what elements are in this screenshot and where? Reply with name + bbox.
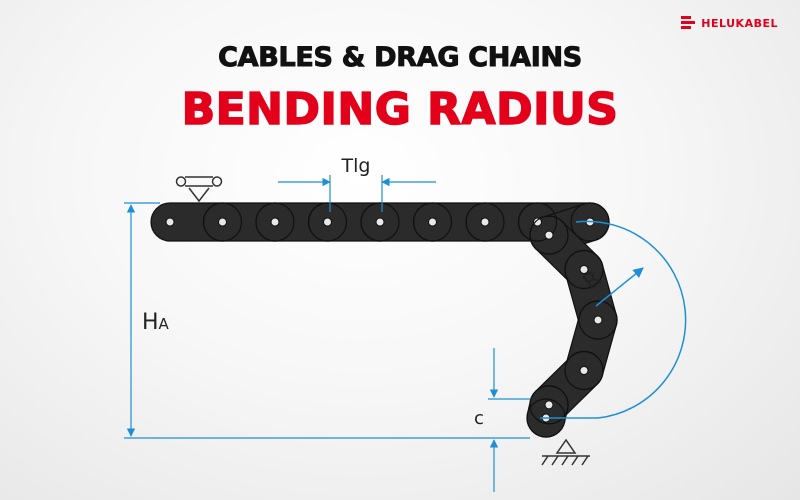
link-pin [593, 315, 603, 325]
page-subtitle: BENDING RADIUS [181, 83, 619, 136]
link-pin [218, 217, 227, 227]
link-pin [544, 230, 554, 240]
height-dimension [124, 202, 530, 439]
clearance-dimension [488, 348, 530, 492]
link-joint [307, 202, 348, 242]
link-pin [480, 217, 490, 227]
link-pin [375, 217, 385, 227]
page-title: CABLES & DRAG CHAINS [218, 42, 583, 74]
link-joint [360, 202, 400, 242]
link-joint [412, 202, 453, 242]
link-joint [529, 385, 569, 425]
link-pin [544, 400, 554, 410]
link-pin [579, 365, 589, 375]
height-label-sub: A [159, 315, 170, 333]
link-joint [578, 300, 618, 340]
top-mount-icon [175, 176, 223, 203]
height-label: HA [142, 310, 170, 335]
link-pin [323, 217, 332, 227]
height-label-main: H [142, 310, 159, 335]
pitch-dimension [278, 175, 436, 212]
fixed-support-icon [541, 438, 590, 466]
brand-name: HELUKABEL [701, 16, 778, 30]
link-joint [202, 202, 243, 242]
link-joint [529, 215, 569, 255]
brand-logo: HELUKABEL [681, 14, 778, 32]
link-joint [564, 350, 604, 391]
link-joint [570, 202, 610, 242]
link-joint [517, 202, 558, 242]
link-pin [533, 217, 542, 227]
link-pin [428, 217, 437, 227]
brand-logo-icon [681, 16, 696, 30]
link-pin [270, 217, 280, 227]
link-pin [165, 217, 175, 227]
link-joint [465, 202, 505, 242]
link-joint [255, 202, 295, 242]
pitch-label: Tlg [341, 155, 371, 177]
chain-centerline [540, 220, 687, 419]
link-pin [579, 265, 589, 275]
radius-line [595, 267, 644, 307]
drag-chain [150, 202, 618, 438]
link-joint [564, 249, 604, 290]
clearance-label: c [474, 408, 484, 429]
